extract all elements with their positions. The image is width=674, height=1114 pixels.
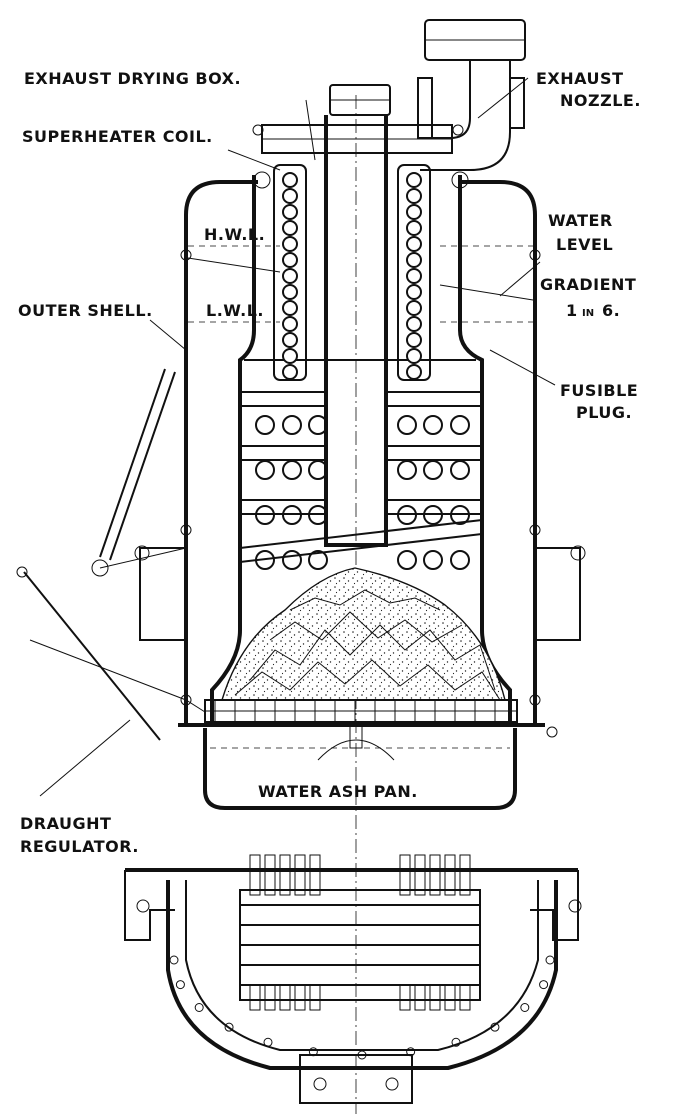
superheater-coil (273, 164, 431, 381)
water-levels (187, 245, 534, 323)
cross-tubes (239, 391, 483, 570)
side-boxes (134, 545, 586, 641)
leader-lines (39, 77, 556, 797)
label-gradient-2a: 1 (566, 301, 578, 320)
label-water-level-1: WATER (548, 211, 613, 230)
label-gradient-2c: 6. (602, 301, 620, 320)
label-water-level-2: LEVEL (556, 235, 613, 254)
water-ash-pan (203, 723, 517, 810)
exhaust-nozzle-pipe (417, 19, 526, 171)
central-uptake (324, 115, 388, 547)
plan-view (124, 854, 582, 1104)
label-fusible-plug-2: PLUG. (576, 403, 632, 422)
label-gradient-2b: IN (582, 308, 594, 319)
exhaust-drying-box (252, 84, 464, 154)
label-hwl: H.W.L. (204, 225, 265, 244)
label-lwl: L.W.L. (206, 301, 264, 320)
grate (204, 699, 518, 723)
label-gradient-1: GRADIENT (540, 275, 636, 294)
label-fusible-plug-1: FUSIBLE (560, 381, 638, 400)
label-draught-regulator-2: REGULATOR. (20, 837, 139, 856)
label-exhaust-nozzle-1: EXHAUST (536, 69, 623, 88)
label-water-ash-pan: WATER ASH PAN. (258, 782, 418, 801)
draught-regulator (16, 368, 558, 741)
firebox (210, 175, 512, 725)
label-superheater-coil: SUPERHEATER COIL. (22, 127, 213, 146)
label-exhaust-drying-box: EXHAUST DRYING BOX. (24, 69, 241, 88)
label-draught-regulator-1: DRAUGHT (20, 814, 111, 833)
label-outer-shell: OUTER SHELL. (18, 301, 153, 320)
coal-bed (221, 567, 506, 701)
label-exhaust-nozzle-2: NOZZLE. (560, 91, 641, 110)
